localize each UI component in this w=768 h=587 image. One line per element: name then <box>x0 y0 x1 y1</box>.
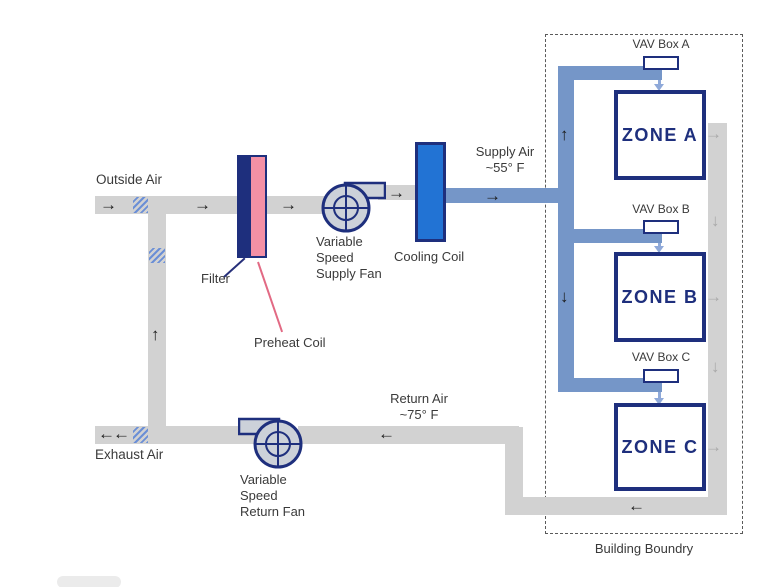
flow-arrow-left-icon: ← <box>98 424 115 443</box>
preheat-coil-element <box>249 155 267 258</box>
supply-air-label-line1: Supply Air <box>475 144 535 159</box>
vav-a-drop-arrow-icon <box>654 84 664 91</box>
exhaust-air-label: Exhaust Air <box>95 447 164 462</box>
flow-arrow-right-icon: → <box>484 186 501 205</box>
supply-fan-icon <box>321 181 386 233</box>
flow-arrow-right-icon: → <box>100 195 117 214</box>
return-air-label: Return Air ~75° F <box>374 391 464 423</box>
flow-arrow-up-icon: ↑ <box>560 125 569 144</box>
flow-arrow-left-icon: ← <box>628 496 645 515</box>
damper-hatch-icon <box>133 427 148 443</box>
cooling-coil-label: Cooling Coil <box>394 249 465 264</box>
flow-arrow-down-icon: ↓ <box>711 357 720 376</box>
fan-to-coil-duct <box>378 185 418 200</box>
flow-arrow-right-icon: → <box>705 124 722 143</box>
supply-fan-label-line2: Speed <box>316 250 354 265</box>
vav-box-b <box>643 220 679 234</box>
filter-element <box>237 155 249 258</box>
flow-arrow-up-icon: ↑ <box>151 325 160 344</box>
building-boundary-label: Building Boundry <box>594 541 694 556</box>
supply-branch-zone-a <box>570 66 662 80</box>
vav-b-drop-line <box>658 243 661 248</box>
outside-air-label: Outside Air <box>96 172 163 187</box>
return-fan-label: Variable Speed Return Fan <box>240 472 305 520</box>
supply-fan-label-line1: Variable <box>316 234 363 249</box>
flow-arrow-right-icon: → <box>705 437 722 456</box>
cropped-ui-artifact <box>57 576 121 587</box>
return-fan-icon <box>238 417 303 469</box>
flow-arrow-right-icon: → <box>388 183 405 202</box>
supply-air-duct-vertical <box>558 66 574 392</box>
preheat-coil-leader-line <box>257 261 284 333</box>
damper-hatch-icon <box>149 248 165 263</box>
preheat-coil-label: Preheat Coil <box>254 335 326 350</box>
return-fan-label-line3: Return Fan <box>240 504 306 519</box>
filter-label: Filter <box>201 271 230 286</box>
return-duct-bottom <box>519 497 727 515</box>
building-boundary-outline <box>545 34 743 534</box>
vav-box-b-label: VAV Box B <box>632 202 690 216</box>
supply-branch-zone-b <box>570 229 662 243</box>
supply-air-label: Supply Air ~55° F <box>462 144 548 176</box>
flow-arrow-right-icon: → <box>705 287 722 306</box>
supply-air-duct-horizontal <box>446 188 560 203</box>
flow-arrow-left-icon: ← <box>113 424 130 443</box>
return-air-duct <box>298 426 519 444</box>
outside-air-duct <box>95 196 241 214</box>
zone-a-label: ZONE A <box>621 124 699 145</box>
vav-box-a-label: VAV Box A <box>632 37 690 51</box>
vav-c-drop-arrow-icon <box>654 398 664 405</box>
flow-arrow-down-icon: ↓ <box>711 211 720 230</box>
return-fan-label-line2: Speed <box>240 488 278 503</box>
supply-air-label-line2: ~55° F <box>485 160 525 175</box>
supply-branch-zone-c <box>570 378 662 392</box>
vav-box-a <box>643 56 679 70</box>
zone-a-box: ZONE A <box>614 90 706 180</box>
return-air-label-line2: ~75° F <box>399 407 439 422</box>
vav-box-c-label: VAV Box C <box>631 350 691 364</box>
vav-box-c <box>643 369 679 383</box>
zone-b-box: ZONE B <box>614 252 706 342</box>
flow-arrow-right-icon: → <box>280 195 297 214</box>
vav-b-drop-arrow-icon <box>654 246 664 253</box>
recirculation-duct <box>148 205 166 444</box>
supply-fan-label-line3: Supply Fan <box>316 266 382 281</box>
vav-c-drop-line <box>658 392 661 400</box>
cooling-coil-element <box>415 142 446 242</box>
flow-arrow-down-icon: ↓ <box>560 287 569 306</box>
supply-fan-label: Variable Speed Supply Fan <box>316 234 382 282</box>
damper-hatch-icon <box>133 197 148 213</box>
vav-a-drop-line <box>658 80 661 86</box>
flow-arrow-left-icon: ← <box>378 424 395 443</box>
return-duct-riser <box>505 427 523 515</box>
flow-arrow-right-icon: → <box>194 195 211 214</box>
return-air-label-line1: Return Air <box>390 391 448 406</box>
filter-to-fan-duct <box>266 196 328 214</box>
zone-b-label: ZONE B <box>621 286 699 307</box>
return-fan-label-line1: Variable <box>240 472 287 487</box>
zone-c-box: ZONE C <box>614 403 706 491</box>
return-duct-right-vertical <box>708 123 727 515</box>
zone-c-label: ZONE C <box>621 436 699 457</box>
